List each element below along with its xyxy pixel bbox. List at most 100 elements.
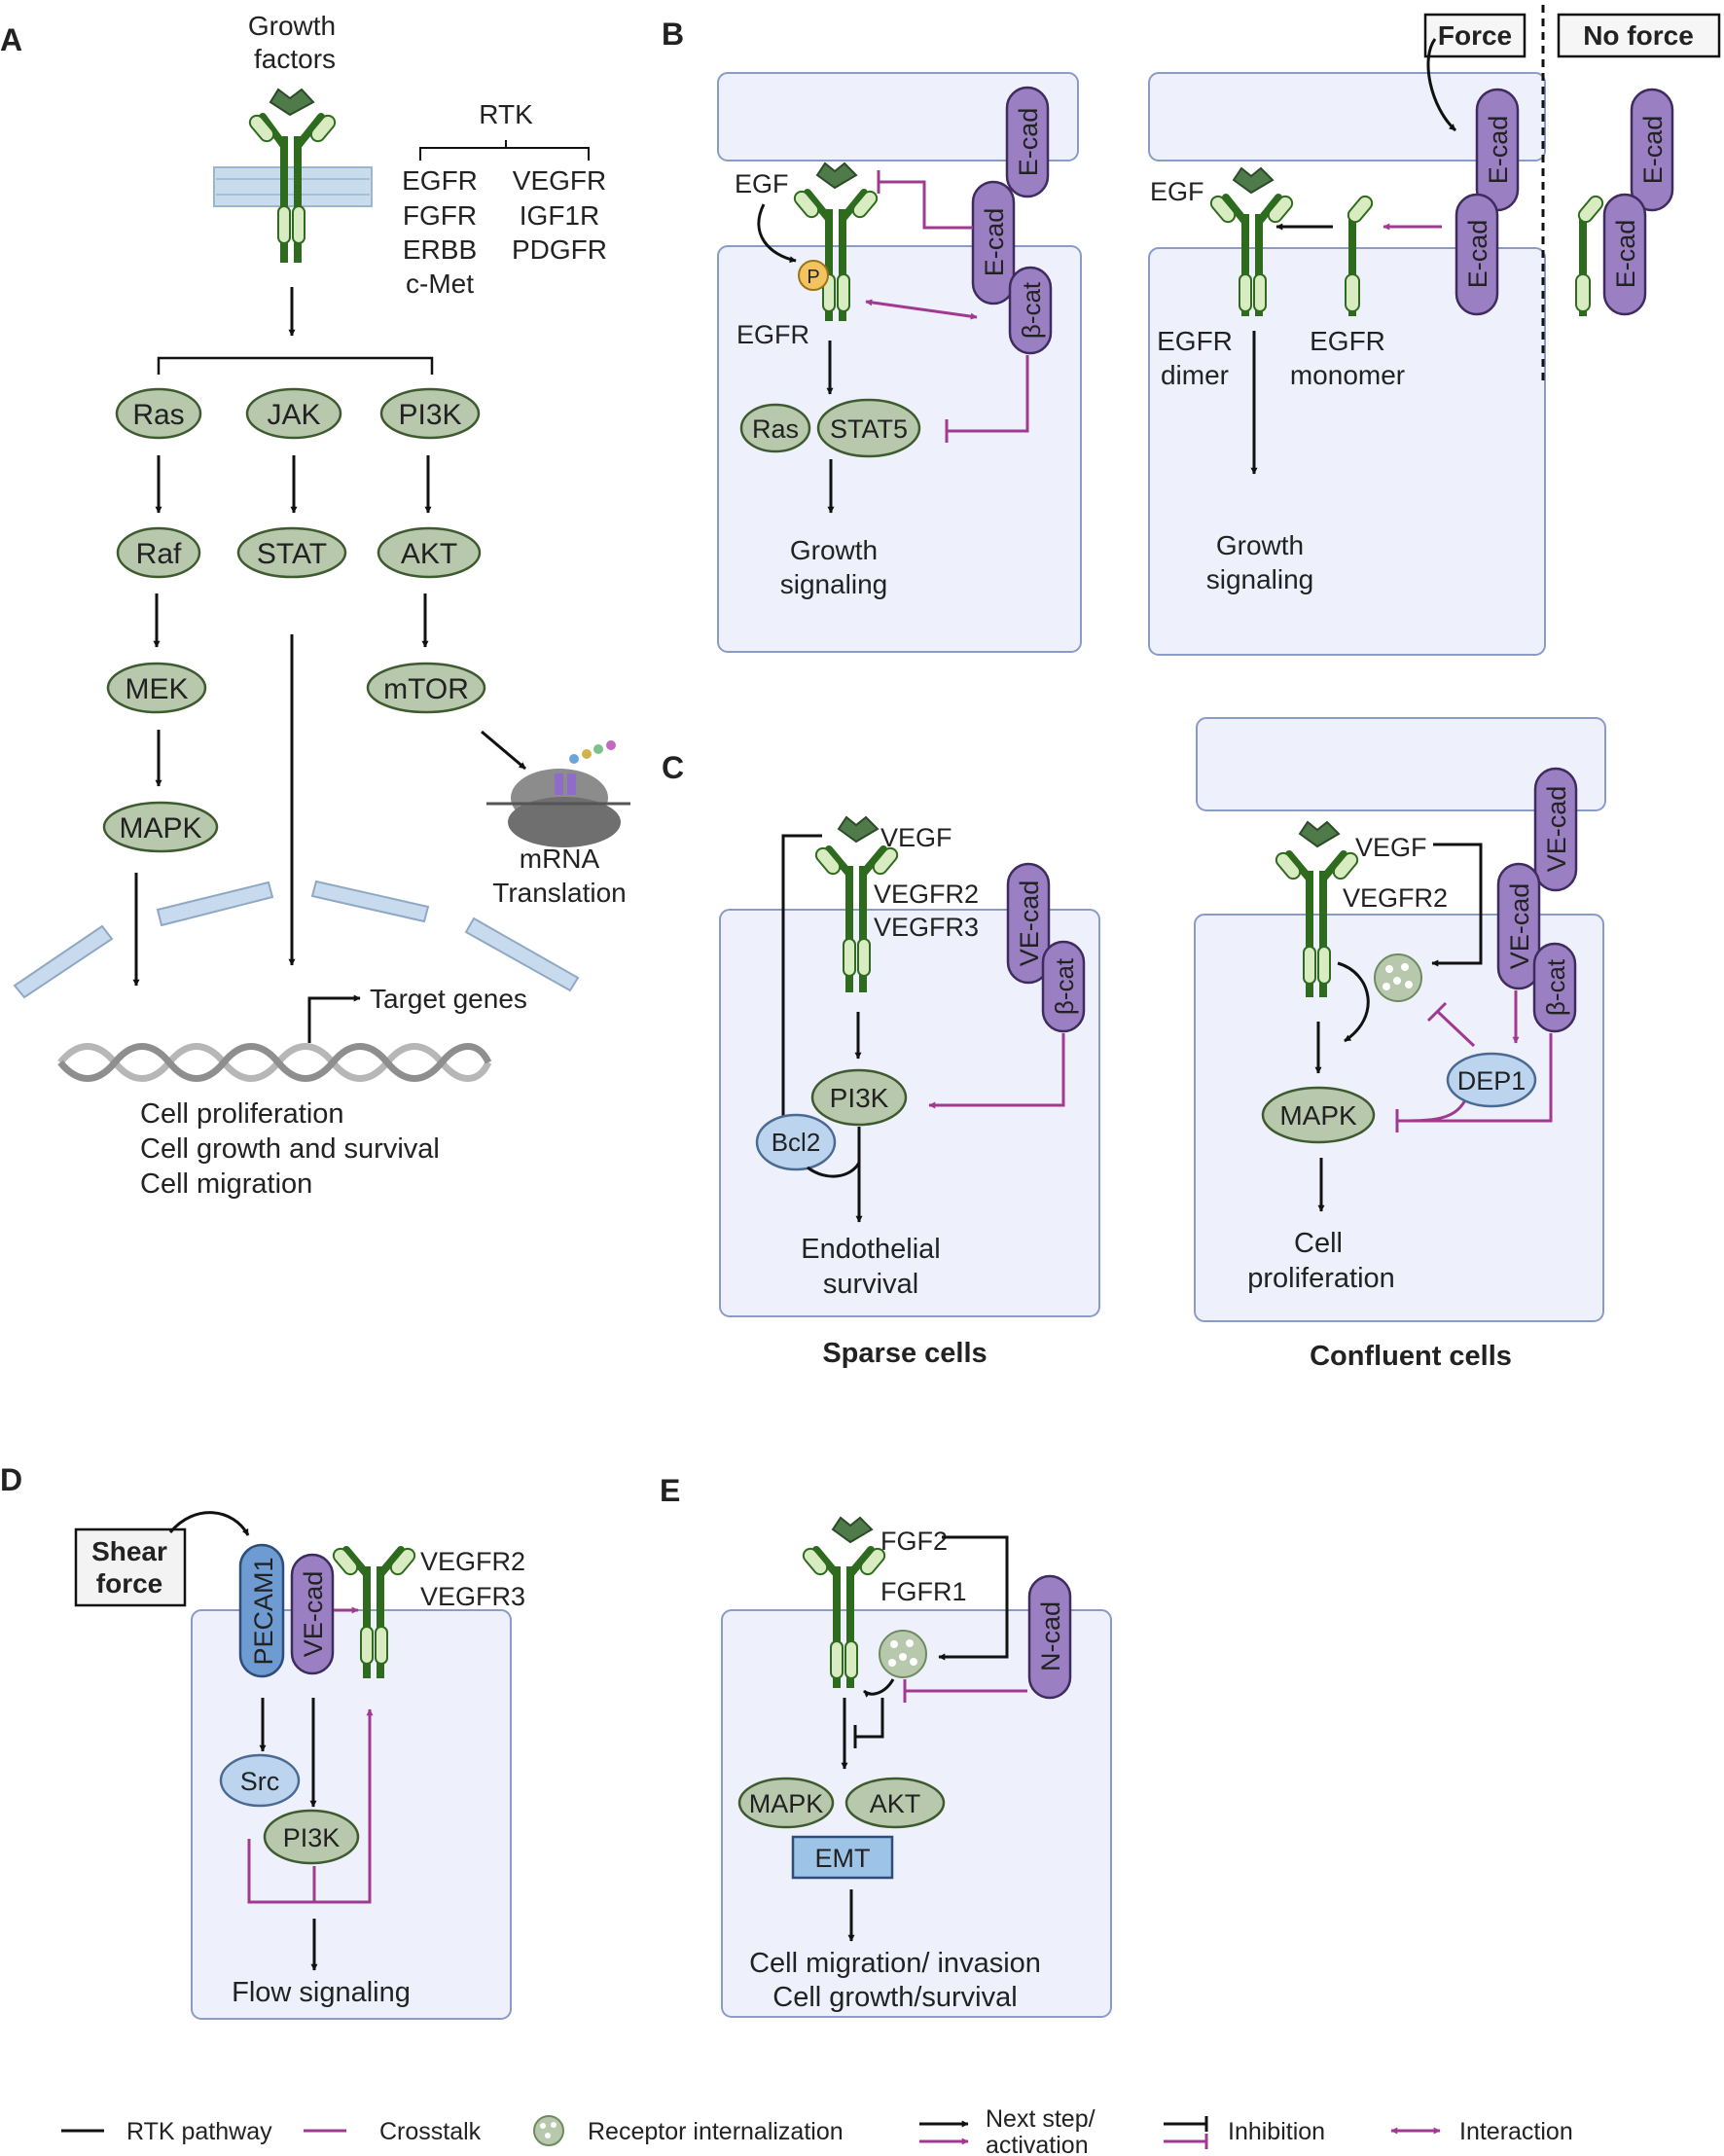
outcome-growth-survival: Cell growth/survival — [772, 1982, 1017, 2013]
target-genes-label: Target genes — [370, 984, 527, 1014]
ribosome-icon — [486, 740, 630, 847]
ecad-lower-noforce-icon — [1602, 193, 1647, 316]
node-ras: Ras — [132, 399, 184, 431]
node-akt: AKT — [401, 538, 457, 570]
legend-internalization-label: Receptor internalization — [588, 2118, 844, 2145]
bcat-label: β-cat — [1541, 958, 1570, 1016]
vegf-internalization-arrow — [1431, 843, 1483, 967]
force-label: Force — [1438, 20, 1512, 51]
egf-right-label: EGF — [1150, 177, 1204, 206]
pi3k-node — [810, 1068, 908, 1127]
emt-box — [791, 1835, 894, 1880]
crosstalk-to-vegfr-arrow — [247, 1708, 374, 1904]
vecad-label: VE-cad — [1505, 883, 1534, 970]
mapk-e-node — [737, 1777, 835, 1829]
growth-factors-label-2: factors — [254, 44, 336, 74]
node-jak: JAK — [267, 399, 320, 431]
mapk-e-label: MAPK — [749, 1789, 824, 1818]
upper-cell-confluent — [1196, 717, 1606, 811]
ecad-lower-icon — [971, 180, 1016, 305]
dna-strand-2 — [57, 1043, 492, 1082]
ecad-label: E-cad — [1463, 220, 1492, 289]
src-node — [219, 1753, 301, 1808]
phosphate-label: P — [807, 267, 819, 288]
dep1-inhibits-internalization — [1426, 1001, 1476, 1048]
mapk-label: MAPK — [1279, 1100, 1357, 1131]
sparse-cell — [719, 909, 1100, 1317]
vecad-upper-icon — [1533, 767, 1578, 892]
egf-label: EGF — [735, 169, 789, 198]
outcome-migration-invasion: Cell migration/ invasion — [749, 1948, 1041, 1979]
prolif-label-2: proliferation — [1247, 1263, 1395, 1294]
bcat-confluent-icon — [1532, 942, 1577, 1033]
shear-label: Shear — [91, 1536, 167, 1566]
ecad-lower-label: E-cad — [980, 208, 1009, 277]
vecad-label: VE-cad — [1015, 880, 1044, 967]
flow-signaling-label: Flow signaling — [232, 1977, 411, 2008]
dimer-label-2: dimer — [1161, 360, 1229, 390]
stat5-label: STAT5 — [830, 414, 908, 444]
legend-inhibition-label: Inhibition — [1228, 2118, 1325, 2145]
growth-right-label-1: Growth — [1216, 530, 1304, 560]
transcription-arrow — [307, 994, 361, 1043]
node-stat: STAT — [257, 538, 327, 570]
membrane-lines — [216, 178, 370, 196]
vegf-label: VEGF — [880, 823, 952, 852]
vecad-d-icon — [290, 1553, 335, 1675]
vegfr3-d-label: VEGFR3 — [420, 1582, 525, 1611]
internalization-loop-e-arrow — [863, 1678, 895, 1698]
vegfr-receptor-confluent-icon — [1275, 820, 1359, 997]
force-box — [1423, 13, 1526, 58]
bcat-inhibits-mapk — [1395, 1033, 1553, 1132]
bcl2-label: Bcl2 — [772, 1128, 821, 1157]
vegf-to-bcl2-arrow — [779, 834, 822, 1147]
panel-b: B P EGF EGFR E-cad E-cad β-cat — [662, 5, 1721, 656]
pecam1-label: PECAM1 — [249, 1557, 278, 1665]
shear-force-box — [74, 1527, 187, 1607]
rtk-item: ERBB — [403, 234, 477, 265]
vegfr-d-receptor-icon — [332, 1546, 416, 1678]
no-force-box — [1557, 13, 1721, 58]
vecad-icon — [1006, 862, 1051, 985]
pathway-nodes: Ras JAK PI3K Raf STAT AKT MEK mTOR MAPK — [102, 387, 486, 853]
bcat-label: β-cat — [1050, 957, 1079, 1015]
dep1-label: DEP1 — [1457, 1066, 1526, 1096]
growth-label-2: signaling — [780, 569, 888, 599]
rtk-item: VEGFR — [513, 165, 606, 196]
ras-label: Ras — [752, 414, 799, 444]
growth-label-1: Growth — [790, 535, 878, 565]
internalization-vesicle-icon — [1374, 953, 1422, 1002]
no-force-label: No force — [1583, 20, 1694, 51]
bcat-to-pi3k-arrow — [928, 1033, 1065, 1109]
dep1-node — [1446, 1052, 1537, 1108]
phosphate-icon — [798, 260, 829, 291]
fgf2-ligand-icon — [831, 1516, 874, 1544]
bcat-inhibits-stat5 — [945, 355, 1029, 443]
fgfr1-receptor-icon — [802, 1516, 886, 1688]
legend: RTK pathway Crosstalk Receptor internali… — [61, 2105, 1573, 2156]
node-raf: Raf — [136, 538, 182, 570]
upper-cell — [717, 72, 1079, 162]
bcat-icon — [1008, 266, 1053, 355]
internalization-loop-arrow — [1337, 961, 1370, 1043]
rtk-item: IGF1R — [520, 200, 599, 231]
bcat-icon — [1041, 940, 1086, 1033]
rtk-item: PDGFR — [512, 234, 607, 265]
panel-e: E FGF2 FGFR1 N-cad MAPK AKT — [660, 1473, 1112, 2018]
monomer-label-2: monomer — [1290, 360, 1405, 390]
ecad-label: E-cad — [1611, 220, 1640, 289]
rtk-receptor-icon — [248, 88, 337, 263]
node-pi3k: PI3K — [398, 399, 461, 431]
panel-a: A Growth factors RTK EGFR FGFR ERBB c-Me… — [0, 11, 630, 1200]
egfr-dimer-icon — [1209, 166, 1294, 316]
rtk-item: EGFR — [402, 165, 478, 196]
panel-b-letter: B — [662, 17, 684, 52]
ecad-upper-label: E-cad — [1014, 108, 1043, 177]
growth-factors-label-1: Growth — [248, 11, 336, 41]
stat5-node — [816, 398, 921, 458]
ecad-upper-noforce-icon — [1630, 88, 1674, 212]
legend-inhibition-black — [1164, 2116, 1208, 2132]
bcl2-merge-line — [807, 1162, 861, 1178]
fgf2-label: FGF2 — [880, 1527, 948, 1556]
